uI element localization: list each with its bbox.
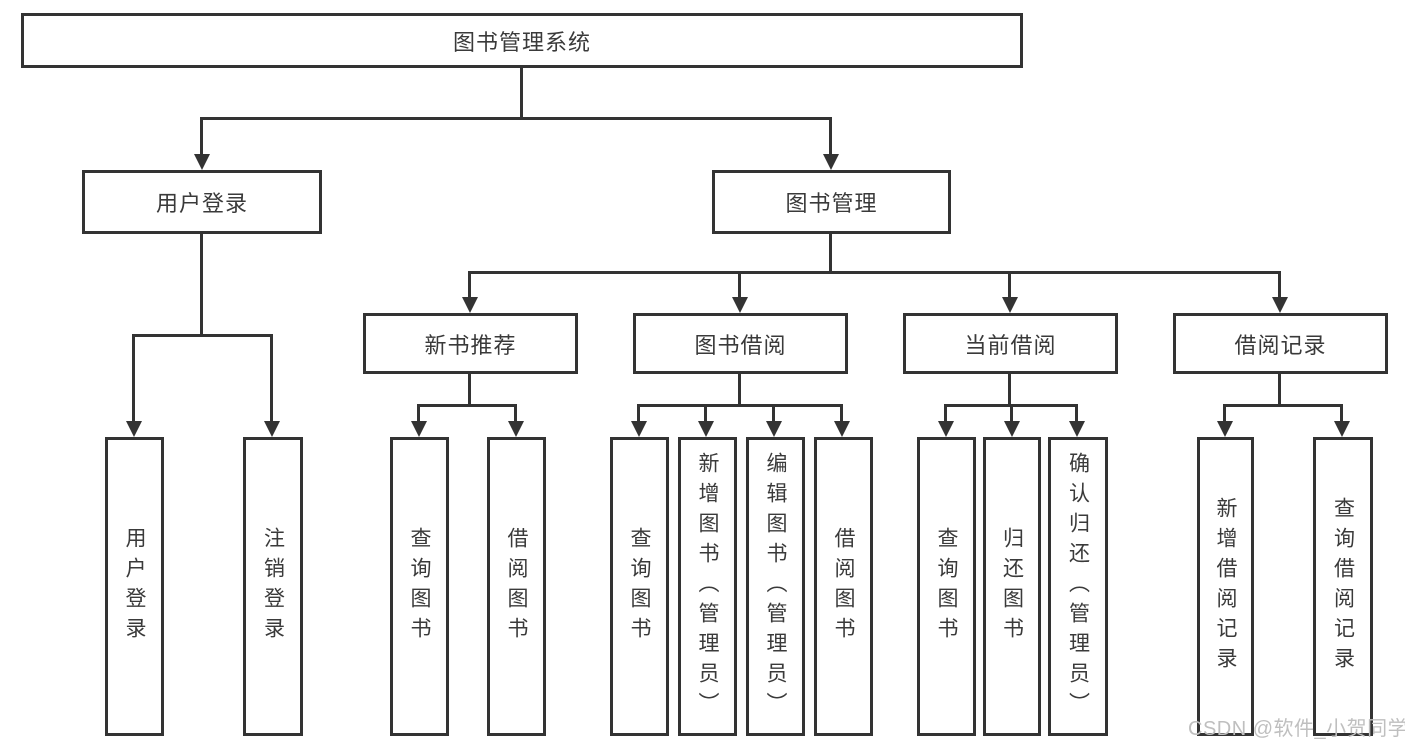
leaf-label: 查询图书 [935, 526, 958, 647]
arrow-down [1334, 421, 1350, 437]
leaf-query-books-recommend: 查询图书 [390, 437, 449, 736]
leaf-edit-book-admin: 编辑图书（管理员） [746, 437, 805, 736]
connector-line [944, 404, 947, 424]
node-borrowing-records: 借阅记录 [1173, 313, 1388, 374]
node-label: 图书管理 [785, 191, 878, 216]
connector-line [270, 334, 273, 423]
leaf-add-book-admin: 新增图书（管理员） [678, 437, 737, 736]
leaf-label: 用户登录 [123, 526, 146, 647]
leaf-logout: 注销登录 [243, 437, 303, 736]
connector-line [514, 404, 517, 424]
arrow-down [126, 421, 142, 437]
connector-line [829, 117, 832, 157]
arrow-down [823, 154, 839, 170]
node-label: 图书借阅 [694, 332, 787, 358]
connector-line [200, 117, 203, 157]
arrow-down [1272, 297, 1288, 313]
arrow-down [698, 421, 714, 437]
connector-line [417, 404, 420, 424]
arrow-down [508, 421, 524, 437]
leaf-label: 注销登录 [261, 526, 285, 647]
connector-line [132, 334, 135, 423]
watermark: CSDN @软件_小贺同学 [1188, 718, 1405, 740]
connector-line [1223, 404, 1226, 424]
connector-line [704, 404, 707, 424]
connector-line [1340, 404, 1343, 424]
leaf-label: 编辑图书（管理员） [764, 451, 787, 722]
connector-line [1278, 372, 1281, 406]
leaf-label: 借阅图书 [832, 526, 855, 647]
leaf-user-login: 用户登录 [105, 437, 164, 736]
leaf-label: 归还图书 [1000, 526, 1024, 647]
leaf-label: 查询图书 [628, 526, 651, 647]
leaf-label: 查询借阅记录 [1331, 496, 1355, 677]
leaf-query-books-borrowing: 查询图书 [610, 437, 669, 736]
arrow-down [194, 154, 210, 170]
node-library-management-system: 图书管理系统 [21, 13, 1023, 68]
leaf-label: 确认归还（管理员） [1066, 451, 1090, 722]
node-user-login: 用户登录 [82, 170, 322, 234]
connector-line [829, 232, 832, 274]
node-label: 图书管理系统 [452, 29, 591, 55]
arrow-down [834, 421, 850, 437]
connector-line [468, 372, 471, 406]
node-label: 当前借阅 [964, 332, 1057, 358]
arrow-down [1002, 297, 1018, 313]
leaf-label: 借阅图书 [505, 526, 528, 647]
node-new-book-recommendation: 新书推荐 [363, 313, 578, 374]
arrow-down [766, 421, 782, 437]
connector-line [200, 232, 203, 336]
connector-line [468, 271, 1281, 274]
connector-line [637, 404, 640, 424]
node-label: 新书推荐 [424, 332, 517, 358]
arrow-down [631, 421, 647, 437]
connector-line [1223, 404, 1343, 407]
leaf-borrow-books-borrowing: 借阅图书 [814, 437, 873, 736]
leaf-confirm-return-admin: 确认归还（管理员） [1048, 437, 1108, 736]
connector-line [637, 404, 843, 407]
connector-line [468, 271, 471, 299]
node-book-borrowing: 图书借阅 [633, 313, 848, 374]
connector-line [1278, 271, 1281, 299]
node-label: 借阅记录 [1234, 332, 1327, 358]
connector-line [1008, 372, 1011, 406]
leaf-label: 新增借阅记录 [1214, 496, 1237, 677]
arrow-down [1217, 421, 1233, 437]
arrow-down [411, 421, 427, 437]
connector-line [772, 404, 775, 424]
arrow-down [462, 297, 478, 313]
arrow-down [732, 297, 748, 313]
node-label: 用户登录 [155, 191, 248, 216]
leaf-label: 新增图书（管理员） [696, 451, 719, 722]
connector-line [738, 271, 741, 299]
connector-line [132, 334, 273, 337]
leaf-query-books-current: 查询图书 [917, 437, 976, 736]
connector-line [1008, 271, 1011, 299]
arrow-down [1004, 421, 1020, 437]
leaf-label: 查询图书 [408, 526, 431, 647]
connector-line [840, 404, 843, 424]
leaf-query-borrow-record: 查询借阅记录 [1313, 437, 1373, 736]
arrow-down [264, 421, 280, 437]
node-book-management: 图书管理 [712, 170, 951, 234]
leaf-return-books: 归还图书 [983, 437, 1041, 736]
leaf-borrow-books-recommend: 借阅图书 [487, 437, 546, 736]
node-current-borrowing: 当前借阅 [903, 313, 1118, 374]
connector-line [417, 404, 517, 407]
leaf-add-borrow-record: 新增借阅记录 [1197, 437, 1254, 736]
arrow-down [1069, 421, 1085, 437]
connector-line [738, 372, 741, 406]
connector-line [1075, 404, 1078, 424]
arrow-down [938, 421, 954, 437]
connector-line [200, 117, 832, 120]
connector-line [1010, 404, 1013, 424]
connector-line [520, 65, 523, 119]
